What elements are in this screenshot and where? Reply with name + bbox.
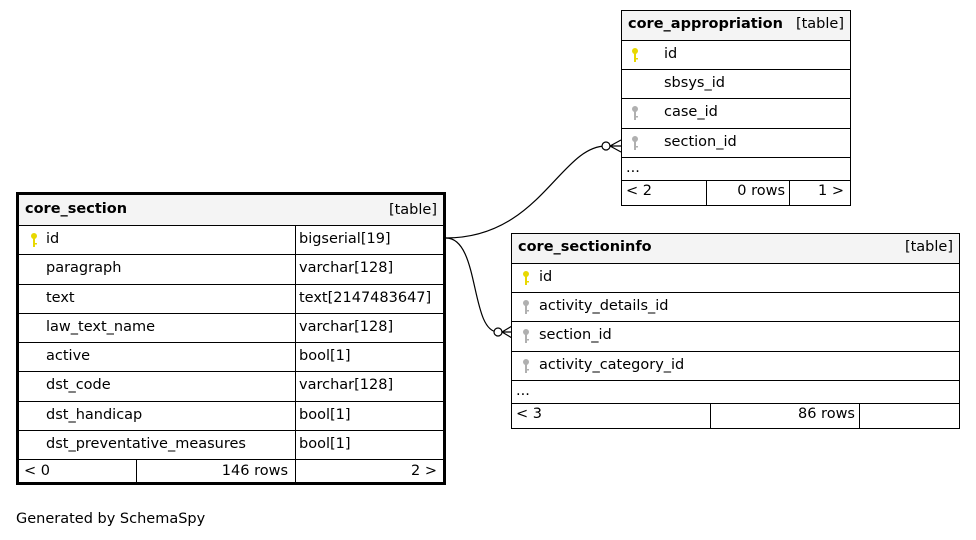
table-row[interactable]: section_id: [622, 129, 850, 158]
table-core-sectioninfo[interactable]: core_sectioninfo [table] id activity_deta…: [511, 233, 960, 429]
table-name: core_sectioninfo: [518, 239, 652, 255]
parents-count[interactable]: < 2: [626, 182, 652, 199]
table-footer: < 2 0 rows 1 >: [622, 180, 850, 205]
column-name: id: [46, 231, 60, 247]
foreign-key-icon: [522, 328, 530, 348]
table-row[interactable]: activity_category_id: [512, 352, 959, 381]
relation-optional-marker: [601, 141, 611, 151]
column-name: case_id: [664, 104, 718, 121]
table-kind: [table]: [388, 202, 437, 218]
column-name: section_id: [664, 133, 737, 150]
column-type: varchar[128]: [299, 318, 394, 335]
table-name: core_appropriation: [628, 16, 783, 32]
relation-optional-marker: [493, 327, 503, 337]
children-count[interactable]: 1 >: [818, 182, 844, 199]
row-count: 146 rows: [221, 463, 288, 480]
column-name: dst_handicap: [46, 406, 143, 423]
column-name: dst_preventative_measures: [46, 436, 246, 453]
table-row[interactable]: dst_handicap bool[1]: [19, 401, 443, 432]
column-name: id: [539, 269, 553, 285]
table-row[interactable]: activity_details_id: [512, 293, 959, 323]
column-name: text: [46, 289, 75, 306]
table-kind: [table]: [904, 239, 953, 255]
table-header: core_sectioninfo [table]: [512, 234, 959, 264]
column-name: dst_code: [46, 377, 111, 394]
table-footer: < 3 86 rows: [512, 403, 959, 428]
table-name: core_section: [25, 201, 128, 217]
foreign-key-icon: [631, 135, 639, 155]
column-name: id: [664, 46, 678, 62]
table-row[interactable]: section_id: [512, 322, 959, 352]
table-row[interactable]: id: [622, 41, 850, 71]
table-row[interactable]: active bool[1]: [19, 343, 443, 373]
relation-crowfoot-marker: [609, 139, 622, 153]
column-type: varchar[128]: [299, 377, 394, 394]
column-name: activity_details_id: [539, 298, 669, 315]
more-columns: ...: [622, 158, 850, 181]
table-row[interactable]: id: [512, 264, 959, 294]
column-name: paragraph: [46, 260, 122, 277]
primary-key-icon: [522, 270, 530, 290]
primary-key-icon: [631, 47, 639, 67]
table-row[interactable]: dst_preventative_measures bool[1]: [19, 431, 443, 461]
row-count: 86 rows: [798, 405, 855, 422]
table-kind: [table]: [795, 16, 844, 32]
foreign-key-icon: [522, 299, 530, 319]
column-name: section_id: [539, 327, 612, 344]
primary-key-icon: [30, 232, 38, 252]
column-type: varchar[128]: [299, 260, 394, 277]
table-header: core_appropriation [table]: [622, 11, 850, 41]
column-type: bigserial[19]: [299, 231, 391, 247]
column-type: text[2147483647]: [299, 289, 432, 306]
foreign-key-icon: [631, 105, 639, 125]
foreign-key-icon: [522, 358, 530, 378]
table-row[interactable]: id bigserial[19]: [19, 226, 443, 256]
column-name: active: [46, 348, 91, 365]
table-row[interactable]: paragraph varchar[128]: [19, 255, 443, 285]
relation-section-appropriation: [445, 145, 607, 239]
column-name: sbsys_id: [664, 75, 725, 92]
parents-count[interactable]: < 3: [516, 405, 542, 422]
table-header: core_section [table]: [19, 195, 443, 226]
row-count: 0 rows: [737, 182, 785, 199]
table-row[interactable]: case_id: [622, 99, 850, 129]
parents-count[interactable]: < 0: [24, 463, 50, 480]
children-count[interactable]: 2 >: [411, 463, 437, 480]
table-row[interactable]: dst_code varchar[128]: [19, 372, 443, 402]
table-row[interactable]: law_text_name varchar[128]: [19, 313, 443, 344]
relation-section-sectioninfo: [445, 237, 499, 333]
column-type: bool[1]: [299, 348, 351, 365]
table-core-section[interactable]: core_section [table] id bigserial[19] para…: [16, 192, 446, 486]
generated-by-label: Generated by SchemaSpy: [16, 511, 206, 527]
table-footer: < 0 146 rows 2 >: [19, 460, 443, 486]
more-columns: ...: [512, 381, 959, 404]
table-row[interactable]: text text[2147483647]: [19, 284, 443, 314]
column-name: law_text_name: [46, 318, 156, 335]
column-name: activity_category_id: [539, 356, 685, 373]
table-row[interactable]: sbsys_id: [622, 70, 850, 100]
column-type: bool[1]: [299, 436, 351, 453]
column-type: bool[1]: [299, 406, 351, 423]
